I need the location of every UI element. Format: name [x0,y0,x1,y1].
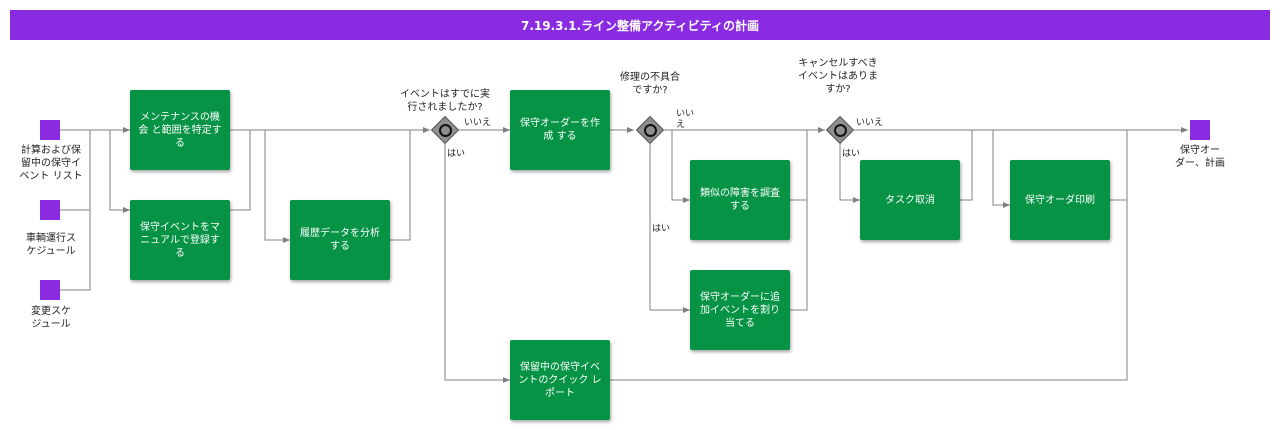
task-identify-opportunity[interactable]: メンテナンスの機会 と範囲を特定する [130,90,230,170]
task-analyze-history[interactable]: 履歴データを分析する [290,200,390,280]
edge-report-out [610,130,1128,381]
gateway-circle-icon [435,120,455,140]
start-event-pending-list[interactable] [40,120,60,140]
task-investigate-similar-faults[interactable]: 類似の障害を調査する [690,160,790,240]
edge-register-out [230,130,251,211]
edge-to-analyze [264,130,290,243]
gateway-circle-icon [640,120,660,140]
gateway-circle-icon [830,120,850,140]
edge-label-g2-yes: はい [652,224,671,234]
edge-to-register [109,130,130,213]
start-event-label: 車輌運行ス ケジュール [26,233,76,257]
gateway-label: 修理の不具合 ですか? [620,72,680,96]
edge-cancel-out [960,130,973,201]
start-event-change-schedule[interactable] [40,280,60,300]
start-event-label: 変更スケ ジュール [31,306,71,330]
edge-g2-yes [649,144,690,313]
edge-label-g1-no: いいえ [464,118,492,128]
end-event-label: 保守オー ダー、計画 [1175,145,1225,169]
task-register-event-manually[interactable]: 保守イベントをマニュアルで登録する [130,200,230,280]
task-print-order[interactable]: 保守オーダ印刷 [1010,160,1110,240]
task-create-order[interactable]: 保守オーダーを作成 する [510,90,610,170]
end-event-maintenance-order[interactable] [1190,120,1210,140]
edge-to-cancel [839,144,860,203]
task-cancel[interactable]: タスク取消 [860,160,960,240]
edge-to-investigate [671,130,690,203]
edge-g1-yes [444,144,510,383]
diagram-title: 7.19.3.1.ライン整備アクティビティの計画 [521,18,759,33]
start-event-vehicle-schedule[interactable] [40,200,60,220]
edge-start3 [60,130,91,291]
task-assign-additional-events[interactable]: 保守オーダーに追加イベントを割り当てる [690,270,790,350]
edge-label-g3-yes: はい [842,149,861,159]
edge-label-g2-no: いい え [676,109,695,130]
gateway-label: イベントはすでに実 行されましたか? [399,89,491,113]
gateway-label: キャンセルすべき イベントはありま すか? [798,58,878,95]
edge-analyze-out [390,127,430,241]
edge-to-print [992,130,1010,208]
edge-assign-out [790,200,808,311]
edge-investigate-out [790,130,808,201]
edge-print-out [1110,130,1128,201]
edge-label-g1-yes: はい [447,149,466,159]
start-event-label: 計算および保 留中の保守イ ベント リスト [19,145,83,182]
task-quick-report[interactable]: 保留中の保守イベントのクイック レポート [510,340,610,420]
edge-label-g3-no: いいえ [856,118,884,128]
diagram-title-bar: 7.19.3.1.ライン整備アクティビティの計画 [10,10,1270,40]
